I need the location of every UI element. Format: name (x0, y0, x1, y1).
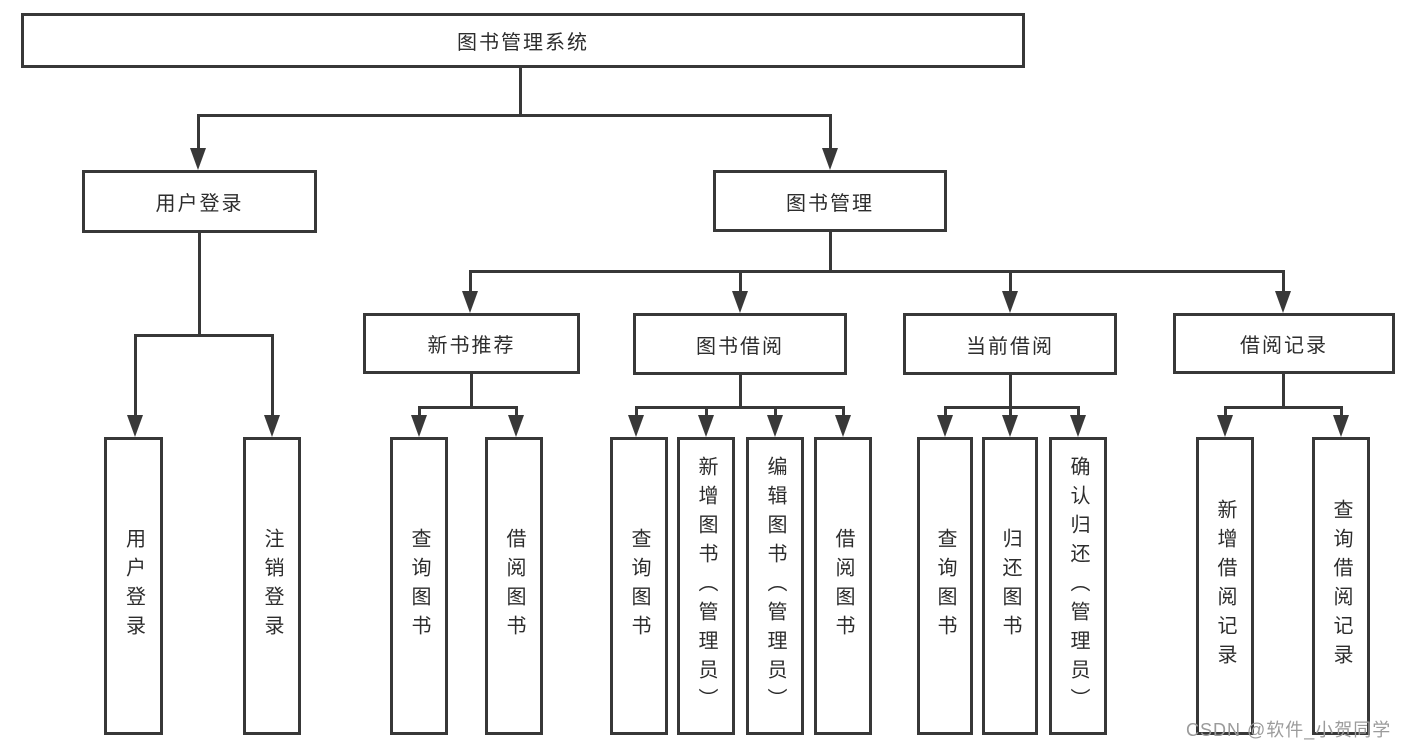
node-book-management-branch: 图书管理 (713, 170, 947, 232)
leaf-add-borrow-record: 新增借阅记录 (1196, 437, 1254, 735)
connector-drop-leaf (271, 334, 274, 417)
node-label: 图书管理系统 (457, 32, 589, 54)
leaf-label: 查询图书 (628, 528, 650, 644)
leaf-label: 查询借阅记录 (1330, 499, 1352, 673)
connector-drop-login (197, 114, 200, 150)
arrow-down-icon (1333, 415, 1349, 437)
arrow-down-icon (1275, 291, 1291, 313)
leaf-label: 用户登录 (122, 528, 145, 644)
leaf-query-borrow-record: 查询借阅记录 (1312, 437, 1370, 735)
node-new-book-recommend: 新书推荐 (363, 313, 580, 374)
connector-drop-leaf (842, 406, 845, 417)
arrow-down-icon (732, 291, 748, 313)
leaf-label: 查询图书 (934, 528, 956, 644)
leaf-label: 查询图书 (408, 528, 430, 644)
arrow-down-icon (1002, 415, 1018, 437)
leaf-confirm-return-admin: 确认归还（管理员） (1049, 437, 1107, 735)
connector-root-stem (519, 68, 522, 116)
connector-drop-leaf (134, 334, 137, 417)
connector-drop-group (739, 270, 742, 293)
arrow-down-icon (1217, 415, 1233, 437)
connector-login-stem (198, 233, 201, 337)
connector-groupA-split (418, 406, 518, 409)
connector-groupA-stem (470, 374, 473, 409)
node-label: 用户登录 (155, 193, 244, 215)
connector-drop-leaf (1077, 406, 1080, 417)
arrow-down-icon (127, 415, 143, 437)
connector-drop-leaf (635, 406, 638, 417)
connector-login-split (134, 334, 274, 337)
arrow-down-icon (767, 415, 783, 437)
leaf-logout: 注销登录 (243, 437, 301, 735)
node-book-borrowing: 图书借阅 (633, 313, 847, 375)
leaf-add-books-admin: 新增图书（管理员） (677, 437, 735, 735)
arrow-down-icon (937, 415, 953, 437)
connector-root-split (197, 114, 832, 117)
node-label: 图书借阅 (696, 335, 784, 358)
connector-drop-leaf (1224, 406, 1227, 417)
connector-drop-leaf (944, 406, 947, 417)
node-label: 当前借阅 (966, 335, 1054, 358)
node-borrowing-records: 借阅记录 (1173, 313, 1395, 374)
connector-drop-leaf (774, 406, 777, 417)
leaf-label: 新增图书（管理员） (695, 455, 717, 717)
node-label: 新书推荐 (427, 335, 516, 357)
leaf-borrow-books-borrowing: 借阅图书 (814, 437, 872, 735)
arrow-down-icon (190, 148, 206, 170)
arrow-down-icon (411, 415, 427, 437)
connector-groupC-stem (1009, 375, 1012, 409)
arrow-down-icon (628, 415, 644, 437)
leaf-return-books: 归还图书 (982, 437, 1038, 735)
arrow-down-icon (1002, 291, 1018, 313)
leaf-label: 确认归还（管理员） (1067, 455, 1089, 717)
arrow-down-icon (835, 415, 851, 437)
arrow-down-icon (508, 415, 524, 437)
leaf-query-books-borrowing: 查询图书 (610, 437, 668, 735)
connector-groupD-stem (1282, 374, 1285, 409)
connector-drop-leaf (418, 406, 421, 417)
leaf-label: 借阅图书 (503, 528, 525, 644)
leaf-label: 归还图书 (999, 528, 1021, 644)
node-user-login-branch: 用户登录 (82, 170, 317, 233)
leaf-user-login: 用户登录 (104, 437, 163, 735)
node-library-management-system: 图书管理系统 (21, 13, 1025, 68)
leaf-label: 借阅图书 (832, 528, 854, 644)
connector-groupB-split (635, 406, 845, 409)
node-label: 借阅记录 (1240, 335, 1328, 357)
connector-mgmt-split (469, 270, 1285, 273)
leaf-borrow-books-recommend: 借阅图书 (485, 437, 543, 735)
connector-drop-mgmt (829, 114, 832, 150)
node-current-borrowing: 当前借阅 (903, 313, 1117, 375)
connector-drop-group (1282, 270, 1285, 293)
connector-groupB-stem (739, 375, 742, 409)
csdn-watermark: CSDN @软件_小贺同学 (1186, 720, 1392, 740)
connector-drop-leaf (705, 406, 708, 417)
connector-groupD-split (1224, 406, 1343, 409)
arrow-down-icon (698, 415, 714, 437)
arrow-down-icon (462, 291, 478, 313)
connector-drop-group (1009, 270, 1012, 293)
connector-drop-group (469, 270, 472, 293)
leaf-label: 新增借阅记录 (1214, 499, 1236, 673)
node-label: 图书管理 (786, 192, 874, 215)
leaf-edit-books-admin: 编辑图书（管理员） (746, 437, 804, 735)
connector-groupC-split (944, 406, 1080, 409)
leaf-label: 编辑图书（管理员） (764, 455, 786, 717)
arrow-down-icon (1070, 415, 1086, 437)
leaf-query-books-current: 查询图书 (917, 437, 973, 735)
leaf-query-books-recommend: 查询图书 (390, 437, 448, 735)
connector-drop-leaf (1009, 406, 1012, 417)
arrow-down-icon (264, 415, 280, 437)
connector-drop-leaf (1340, 406, 1343, 417)
connector-drop-leaf (515, 406, 518, 417)
arrow-down-icon (822, 148, 838, 170)
leaf-label: 注销登录 (261, 528, 283, 644)
connector-mgmt-stem (829, 232, 832, 273)
